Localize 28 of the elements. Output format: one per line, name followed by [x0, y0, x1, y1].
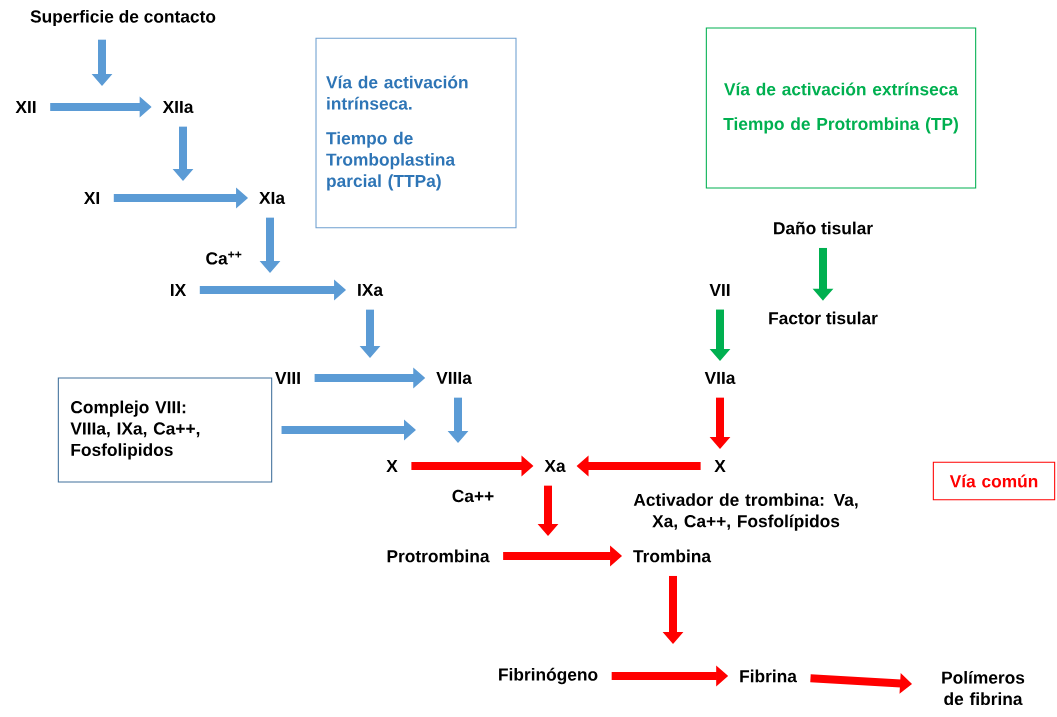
factor-label: IXa	[358, 283, 384, 297]
factor-label: Factor tisular	[769, 311, 878, 325]
factor-label: VII	[709, 284, 730, 296]
factor-label: Protrombina	[387, 549, 490, 563]
factor-label: XII	[15, 101, 36, 113]
factor-label: X	[386, 460, 398, 472]
factor-label: IX	[170, 284, 187, 296]
factor-label: X	[714, 460, 726, 472]
info-box: Vía de activación extrínseca Tiempo de Protrombina (TP)	[705, 27, 977, 189]
factor-label: Polímeros de fibrina	[942, 670, 1025, 706]
factor-label: Xa	[544, 459, 566, 473]
info-box: Vía de activación intrínseca. Tiempo de Tromboplastina parcial (TTPa)	[315, 37, 517, 229]
factor-label: VIIIa	[436, 371, 472, 385]
factor-label: Superficie de contacto	[30, 9, 216, 27]
factor-label: XIIa	[162, 100, 194, 114]
info-box: Vía común	[932, 461, 1056, 501]
factor-label: Fibrina	[740, 669, 797, 683]
cofactor-label: Ca$^{++}$	[206, 251, 242, 265]
cofactor-label: Ca++	[452, 489, 494, 503]
factor-label: Daño tisular	[774, 221, 873, 235]
factor-label: VIIa	[704, 371, 736, 385]
cofactor-label: Activador de trombina: Va, Xa, Ca++, Fosfolípidos	[633, 493, 858, 531]
factor-label: XI	[83, 192, 100, 204]
factor-label: Fibrinógeno	[499, 667, 598, 685]
factor-label: XIa	[259, 191, 286, 205]
factor-label: Trombina	[633, 549, 712, 563]
info-box: Complejo VIII: VIIIa, IXa, Ca++, Fosfolipidos	[57, 377, 273, 483]
factor-label: VIII	[275, 372, 300, 384]
